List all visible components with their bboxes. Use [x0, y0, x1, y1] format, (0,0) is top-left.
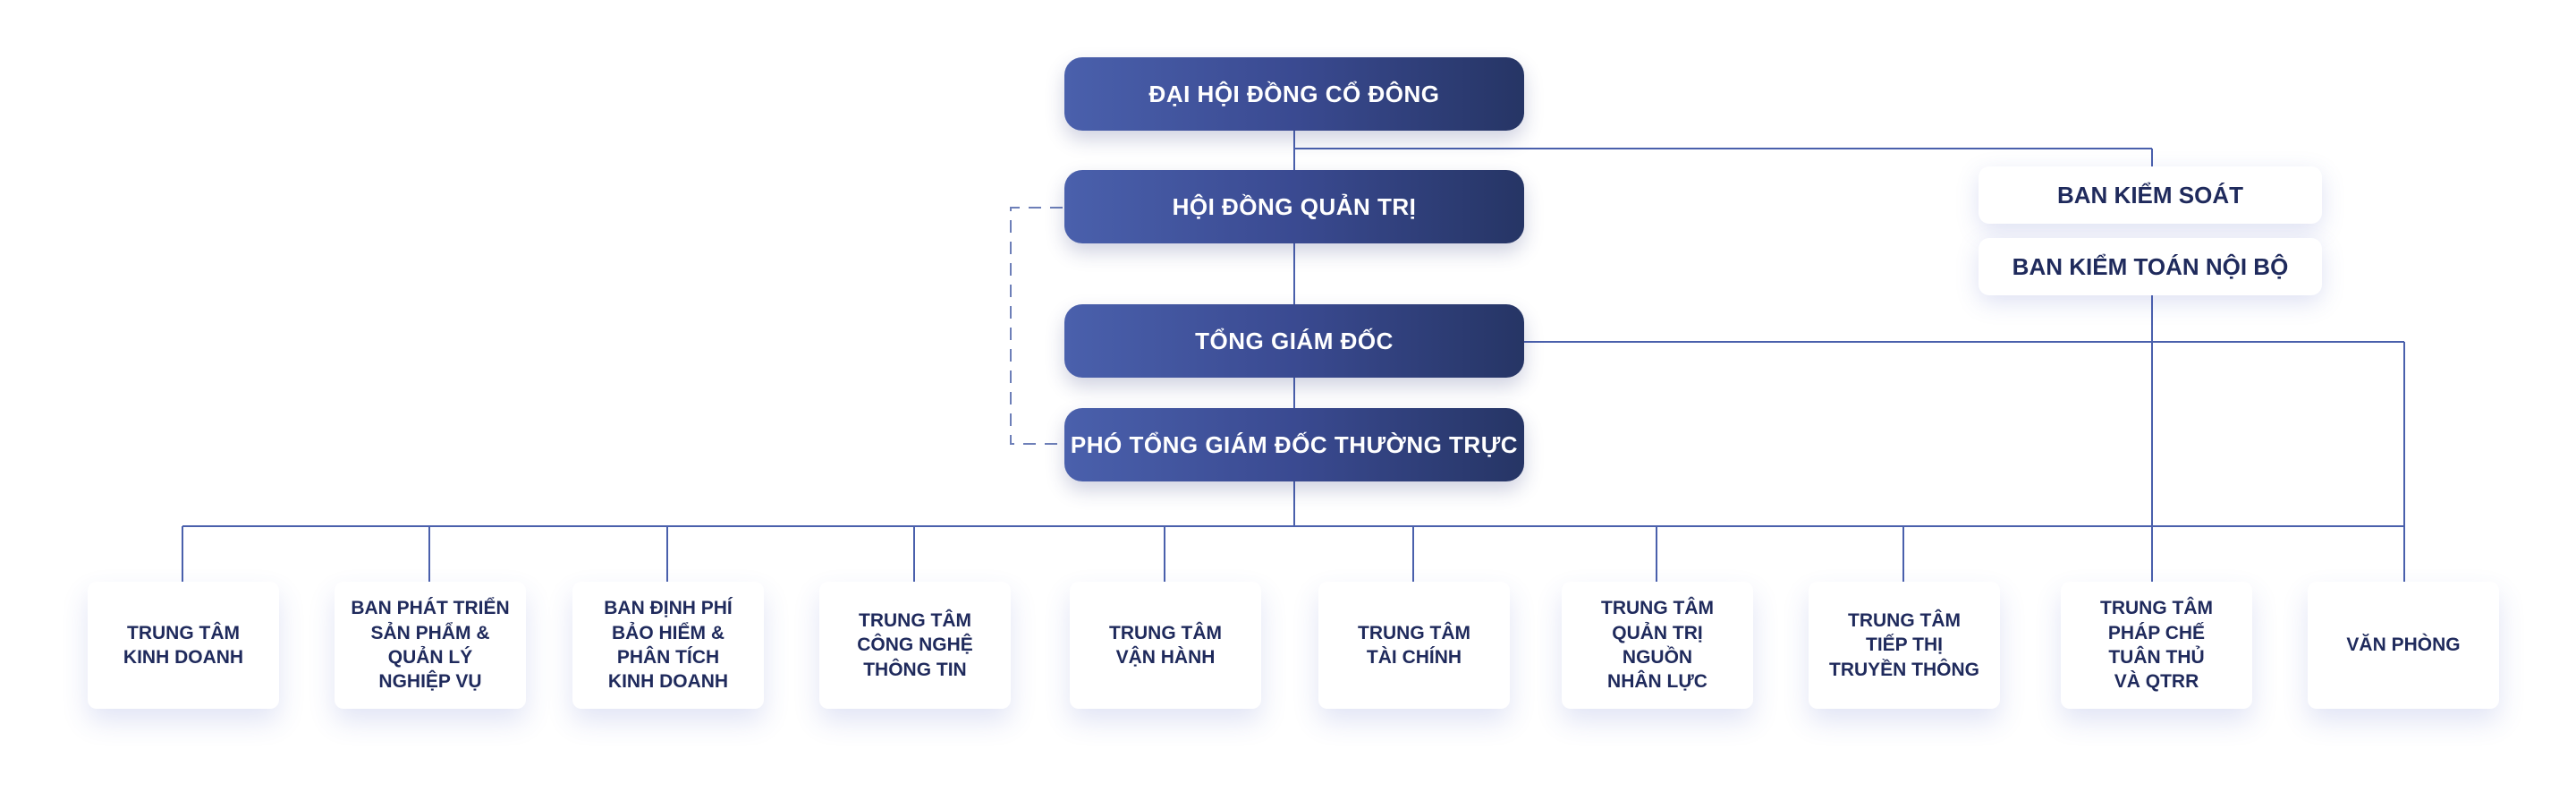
node-ban-kiem-soat: BAN KIỂM SOÁT [1979, 166, 2322, 224]
unit-box-5: TRUNG TÂM VẬN HÀNH [1070, 582, 1261, 709]
node-hoi-dong-quan-tri: HỘI ĐỒNG QUẢN TRỊ [1064, 170, 1524, 243]
unit-box-3: BAN ĐỊNH PHÍ BẢO HIỂM & PHÂN TÍCH KINH D… [572, 582, 764, 709]
node-pho-tong-giam-doc: PHÓ TỔNG GIÁM ĐỐC THƯỜNG TRỰC [1064, 408, 1524, 481]
node-dai-hoi-dong-co-dong: ĐẠI HỘI ĐỒNG CỔ ĐÔNG [1064, 57, 1524, 131]
node-ban-kiem-toan-noi-bo: BAN KIỂM TOÁN NỘI BỘ [1979, 238, 2322, 295]
unit-box-1: TRUNG TÂM KINH DOANH [88, 582, 279, 709]
unit-box-6: TRUNG TÂM TÀI CHÍNH [1318, 582, 1510, 709]
unit-box-2: BAN PHÁT TRIỂN SẢN PHẨM & QUẢN LÝ NGHIỆP… [335, 582, 526, 709]
node-tong-giam-doc: TỔNG GIÁM ĐỐC [1064, 304, 1524, 378]
dashed-link-line [1010, 207, 1063, 445]
unit-box-10: VĂN PHÒNG [2308, 582, 2499, 709]
unit-box-4: TRUNG TÂM CÔNG NGHỆ THÔNG TIN [819, 582, 1011, 709]
unit-box-9: TRUNG TÂM PHÁP CHẾ TUÂN THỦ VÀ QTRR [2061, 582, 2252, 709]
unit-box-7: TRUNG TÂM QUẢN TRỊ NGUỒN NHÂN LỰC [1562, 582, 1753, 709]
unit-box-8: TRUNG TÂM TIẾP THỊ TRUYỀN THÔNG [1809, 582, 2000, 709]
